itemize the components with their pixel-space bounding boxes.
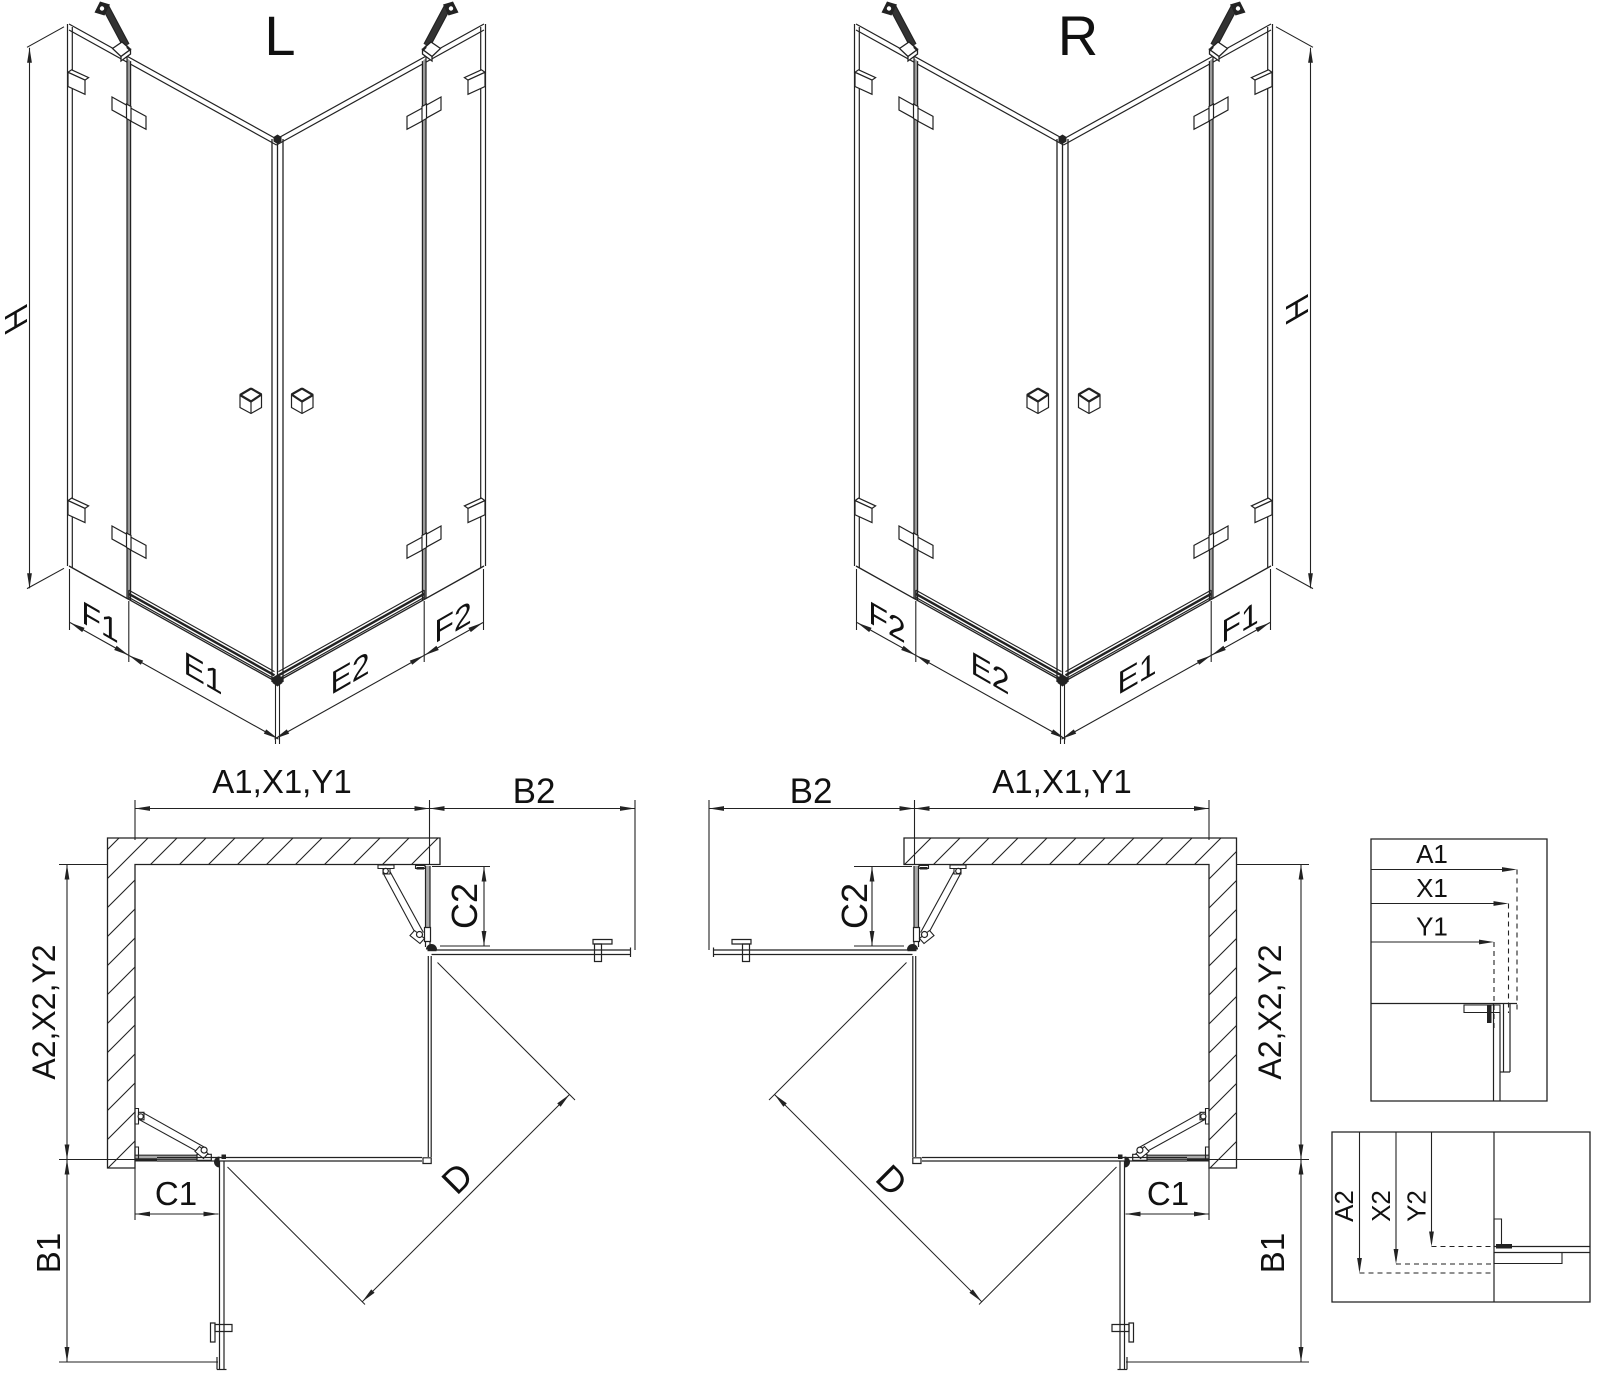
svg-text:X1: X1	[1416, 873, 1448, 903]
svg-text:C2: C2	[444, 883, 485, 929]
svg-text:Y2: Y2	[1402, 1190, 1432, 1222]
svg-text:L: L	[264, 4, 295, 67]
svg-text:A2: A2	[1329, 1190, 1359, 1222]
svg-text:A1,X1,Y1: A1,X1,Y1	[992, 763, 1131, 800]
svg-text:B1: B1	[30, 1233, 67, 1273]
svg-text:R: R	[1058, 4, 1098, 67]
svg-text:C2: C2	[834, 883, 875, 929]
svg-text:C1: C1	[1147, 1175, 1189, 1212]
svg-text:C1: C1	[155, 1175, 197, 1212]
svg-text:B2: B2	[513, 772, 556, 811]
svg-text:A1: A1	[1416, 839, 1448, 869]
svg-text:Y1: Y1	[1416, 912, 1448, 942]
svg-text:B1: B1	[1254, 1233, 1291, 1273]
svg-text:A2,X2,Y2: A2,X2,Y2	[1252, 944, 1288, 1079]
svg-text:B2: B2	[790, 772, 833, 811]
svg-text:X2: X2	[1366, 1190, 1396, 1222]
svg-text:A1,X1,Y1: A1,X1,Y1	[212, 763, 351, 800]
svg-text:A2,X2,Y2: A2,X2,Y2	[26, 944, 62, 1079]
